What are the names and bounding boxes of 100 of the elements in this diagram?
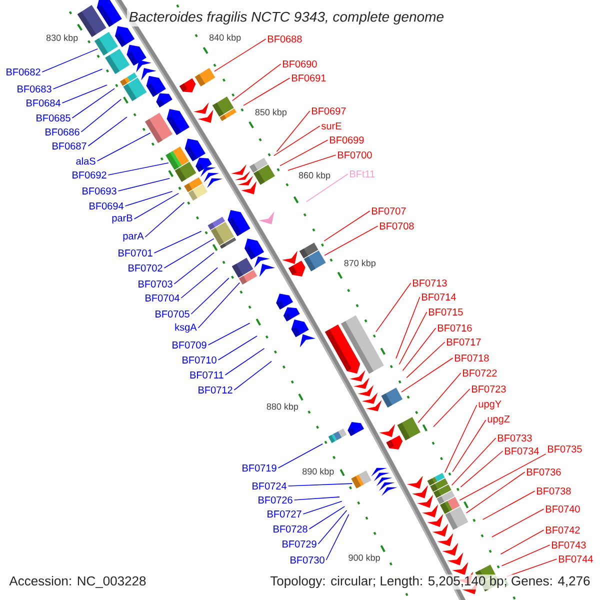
leader-line: [88, 116, 128, 146]
gene-label: BF0709: [172, 341, 206, 349]
leader-line: [52, 68, 103, 90]
gene-label: BF0719: [242, 464, 276, 472]
leader-line: [288, 483, 353, 486]
gene-label: BF0729: [282, 540, 316, 548]
leader-line: [433, 388, 470, 428]
leader-line: [96, 132, 151, 162]
scale-label: 900 kbp: [348, 554, 381, 564]
leader-line: [402, 328, 436, 371]
leader-line: [459, 454, 546, 501]
leader-line: [243, 78, 290, 106]
gene-label: BF0738: [537, 487, 571, 495]
gene-box: [238, 270, 258, 285]
leader-line: [154, 230, 202, 254]
gene-label: BF0727: [268, 510, 302, 518]
gene-label: parA: [123, 232, 144, 242]
leader-line: [326, 514, 350, 560]
leader-line: [324, 210, 370, 242]
gene-label: BF0691: [292, 74, 326, 82]
gene-label: BF0707: [372, 207, 406, 215]
leader-line: [418, 372, 462, 424]
leader-line: [80, 98, 122, 132]
gene-box: [397, 417, 421, 440]
leader-line: [396, 296, 420, 359]
leader-line: [274, 126, 320, 156]
gene-label: BF0686: [46, 128, 80, 136]
scale-label: 880 kbp: [266, 402, 300, 412]
leader-line: [444, 404, 478, 473]
gene-box: [188, 184, 208, 201]
leader-line: [482, 490, 536, 520]
leader-line: [318, 510, 348, 544]
gene-label: BF0713: [413, 279, 447, 287]
leader-line: [501, 544, 550, 566]
leader-line: [406, 342, 446, 378]
gene-label: BF0684: [26, 99, 60, 107]
scale-label: 830 kbp: [45, 34, 79, 44]
leader-line: [466, 472, 526, 514]
gene-label: BF0694: [90, 202, 124, 210]
gene-label: BF0744: [559, 555, 593, 563]
leader-line: [164, 238, 214, 268]
leader-line: [492, 508, 544, 538]
gene-box: [304, 250, 326, 272]
gene-label: BF0726: [258, 496, 292, 504]
gene-label: BF0711: [190, 371, 224, 379]
accession-label: Accession: NC_003228: [8, 574, 148, 590]
gene-label: BF0682: [6, 68, 40, 76]
gene-label: BF0704: [146, 294, 180, 302]
leader-line: [134, 192, 180, 220]
leader-line: [232, 64, 282, 102]
gene-label: BF0683: [18, 85, 52, 93]
gene-label: BF0742: [546, 526, 580, 534]
gene-label: BF0692: [72, 171, 106, 179]
gene-label: BF0703: [138, 280, 172, 288]
leader-line: [376, 282, 412, 332]
gene-label: ksgA: [175, 323, 197, 333]
leader-line: [218, 336, 258, 360]
leader-line: [174, 252, 214, 284]
gene-box: [381, 388, 403, 408]
gene-label: BF0743: [552, 541, 586, 549]
leader-line: [124, 191, 173, 206]
leader-line: [306, 174, 348, 202]
leader-line: [302, 500, 342, 514]
gene-label: BF0722: [463, 369, 497, 377]
leader-line: [276, 110, 310, 152]
leader-line: [180, 267, 218, 298]
leader-line: [198, 282, 240, 328]
gene-label: BF0735: [548, 445, 582, 453]
scale-label: 870 kbp: [343, 259, 376, 269]
gene-label: BF0700: [338, 151, 372, 159]
leader-line: [118, 178, 170, 192]
leader-line: [190, 278, 230, 314]
gene-label: BF0685: [36, 114, 70, 122]
gene-box: [123, 78, 147, 102]
gene-label: BF0712: [198, 386, 232, 394]
gene-label: upgY: [478, 400, 502, 410]
leader-line: [224, 348, 265, 376]
leader-line: [452, 420, 486, 472]
gene-label: BF0714: [422, 293, 456, 301]
scale-label: 840 kbp: [208, 34, 242, 44]
gene-label: BF0705: [156, 310, 190, 318]
gene-box: [174, 162, 196, 182]
genome-summary: Topology: circular; Length: 5,205,140 bp; Genes: 4,276: [268, 574, 592, 590]
gene-label: BF0724: [252, 482, 286, 490]
gene-label: BF0715: [429, 308, 463, 316]
leader-line: [42, 48, 98, 72]
gene-box: [445, 506, 468, 530]
gene-label: BF0728: [274, 525, 308, 533]
leader-line: [324, 226, 378, 256]
leader-line: [278, 443, 324, 468]
gene-label: BF0699: [330, 136, 364, 144]
gene-label: BF0733: [498, 434, 532, 442]
title: Bacteroides fragilis NCTC 9343, complete genome: [126, 9, 446, 27]
leader-line: [401, 358, 454, 392]
gene-box: [194, 68, 216, 86]
leader-line: [451, 438, 496, 486]
gene-label: BF0717: [447, 338, 481, 346]
gene-box: [94, 32, 118, 56]
gene-box: [105, 48, 130, 74]
scale-label: 850 kbp: [254, 108, 288, 118]
